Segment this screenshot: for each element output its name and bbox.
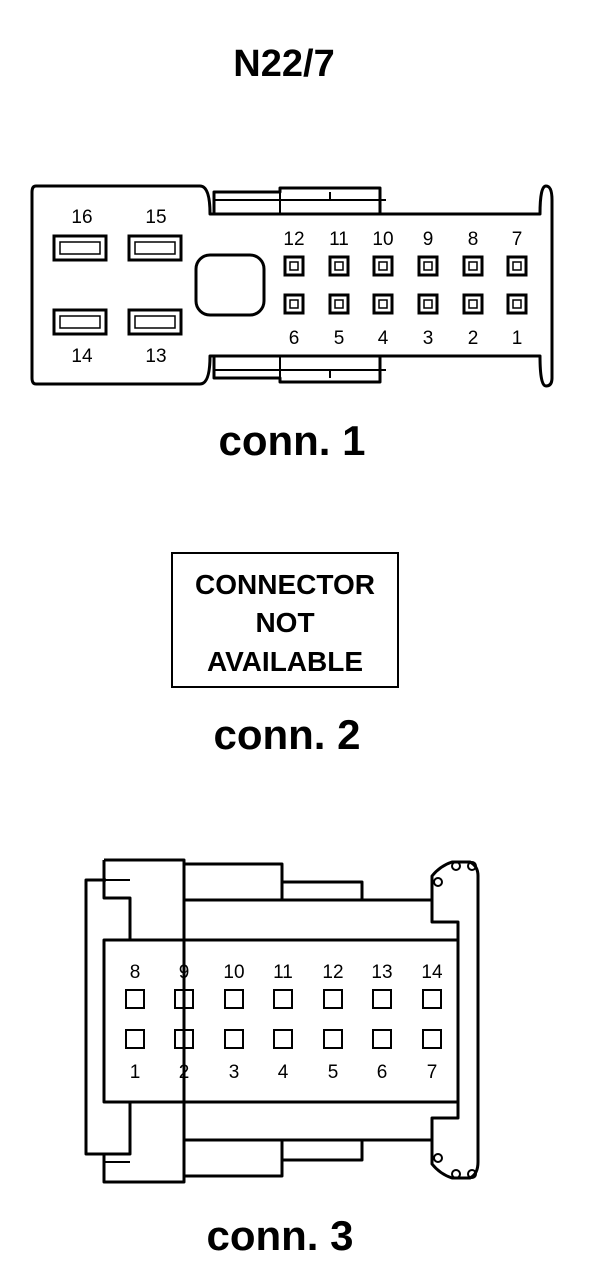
connector-3-top-pin — [273, 989, 293, 1009]
connector-3-top-pin-label: 12 — [322, 962, 343, 983]
connector-3-bottom-pin — [125, 1029, 145, 1049]
connector-3-bottom-pin — [273, 1029, 293, 1049]
connector-1-large-pin-label: 15 — [145, 207, 166, 228]
connector-3-bottom-pin — [422, 1029, 442, 1049]
connector-1-top-latch — [212, 186, 386, 214]
connector-1-top-pin-label: 11 — [329, 229, 349, 250]
connector-3-top-pin — [224, 989, 244, 1009]
connector-1-housing — [30, 184, 554, 388]
connector-1: 16 15 14 13 12 11 10 9 8 7 6 5 4 3 2 1 — [30, 184, 554, 388]
connector-1-small-pin — [328, 293, 350, 315]
connector-1-bottom-pin-label: 3 — [423, 328, 434, 349]
connector-3-bottom-pin — [372, 1029, 392, 1049]
connector-1-large-pin-label: 14 — [71, 346, 93, 367]
connector-1-large-pin — [52, 308, 108, 336]
connector-3-top-pin-label: 8 — [130, 962, 141, 983]
connector-2: CONNECTOR NOT AVAILABLE — [171, 552, 399, 688]
connector-3-top-pin-label: 9 — [179, 962, 190, 983]
connector-3-top-pin-label: 14 — [421, 962, 443, 983]
connector-1-key — [194, 253, 266, 317]
connector-3-bottom-pin-label: 6 — [377, 1062, 388, 1083]
connector-1-small-pin — [462, 255, 484, 277]
connector-3-top-pin-label: 10 — [223, 962, 244, 983]
connector-3-housing — [84, 858, 480, 1184]
connector-3-bottom-pin-label: 7 — [427, 1062, 438, 1083]
connector-3-bottom-pin — [224, 1029, 244, 1049]
connector-2-notice-line-2: NOT — [255, 607, 314, 638]
connector-3-bottom-pin-label: 2 — [179, 1062, 190, 1083]
connector-3-bottom-pin-label: 5 — [328, 1062, 339, 1083]
connector-3-top-pin — [372, 989, 392, 1009]
connector-1-top-pin-label: 10 — [372, 229, 393, 250]
connector-1-small-pin — [462, 293, 484, 315]
diagram-title: N22/7 — [233, 43, 334, 85]
connector-1-bottom-pin-label: 4 — [378, 328, 389, 349]
connector-2-notice-line-1: CONNECTOR — [195, 569, 375, 600]
connector-1-large-pin-label: 13 — [145, 346, 166, 367]
connector-1-top-pin-label: 8 — [468, 229, 479, 250]
connector-1-small-pin — [506, 293, 528, 315]
connector-3-bottom-pin-label: 4 — [278, 1062, 289, 1083]
connector-3-top-pin-label: 13 — [371, 962, 392, 983]
connector-3-bottom-pin — [174, 1029, 194, 1049]
connector-1-top-pin-label: 7 — [512, 229, 523, 250]
connector-1-top-pin-label: 9 — [423, 229, 434, 250]
connector-3-top-pin — [323, 989, 343, 1009]
connector-1-small-pin — [283, 255, 305, 277]
connector-3-bottom-pin — [323, 1029, 343, 1049]
connector-3-bottom-pin-label: 1 — [130, 1062, 141, 1083]
connector-1-small-pin — [417, 255, 439, 277]
connector-1-bottom-pin-label: 5 — [334, 328, 345, 349]
connector-2-notice-box — [171, 552, 399, 688]
connector-1-large-pin — [127, 234, 183, 262]
connector-1-bottom-latch — [212, 356, 386, 384]
connector-1-small-pin — [417, 293, 439, 315]
connector-2-caption: conn. 2 — [213, 711, 360, 758]
connector-1-small-pin — [328, 255, 350, 277]
connector-1-small-pin — [506, 255, 528, 277]
connector-3-top-pin — [125, 989, 145, 1009]
connector-2-notice-line-3: AVAILABLE — [207, 646, 363, 677]
connector-1-large-pin — [52, 234, 108, 262]
connector-1-large-pin-label: 16 — [71, 207, 92, 228]
connector-1-top-pin-label: 12 — [283, 229, 304, 250]
connector-3-top-pin-label: 11 — [273, 962, 293, 983]
connector-1-small-pin — [283, 293, 305, 315]
connector-3-top-pin — [174, 989, 194, 1009]
connector-1-large-pin — [127, 308, 183, 336]
connector-1-bottom-pin-label: 1 — [512, 328, 523, 349]
connector-3-bottom-pin-label: 3 — [229, 1062, 240, 1083]
connector-3-caption: conn. 3 — [206, 1212, 353, 1259]
connector-1-bottom-pin-label: 2 — [468, 328, 479, 349]
connector-1-small-pin — [372, 255, 394, 277]
connector-1-caption: conn. 1 — [218, 417, 365, 464]
connector-3-top-pin — [422, 989, 442, 1009]
connector-1-small-pin — [372, 293, 394, 315]
connector-1-bottom-pin-label: 6 — [289, 328, 300, 349]
